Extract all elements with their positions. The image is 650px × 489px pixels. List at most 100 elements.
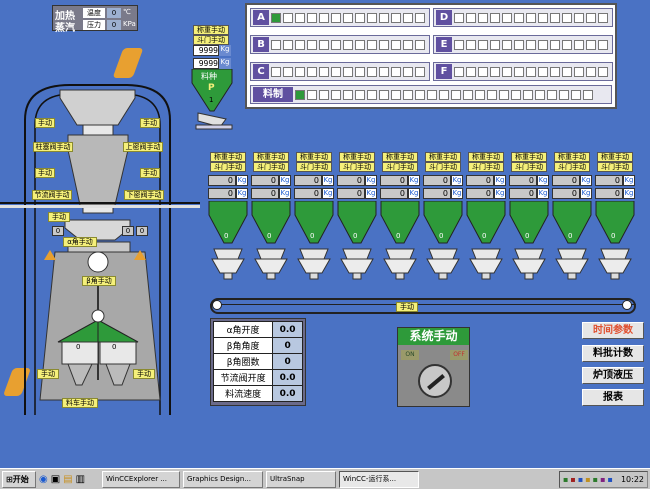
time-params-button[interactable]: 时间参数 [582,322,644,339]
bin-row-b[interactable]: B [250,35,430,54]
bin-e-slot [562,39,572,50]
tray-icon[interactable]: ▪ [577,474,584,484]
valve-lower-right-manual[interactable]: 手动 [140,168,160,178]
task-wincc-runtime[interactable]: WinCC-运行系... [339,470,419,488]
bin-letter-a: A [253,10,269,25]
system-manual-switch[interactable] [418,364,452,398]
valve-upper-right-manual[interactable]: 手动 [140,118,160,128]
weigher-v2: 0 [423,188,451,199]
weigher-unit-2: Kg [580,188,592,199]
report-button[interactable]: 报表 [582,389,644,406]
weigher-gate-manual[interactable]: 斗门手动 [210,162,246,172]
material-slot [475,89,485,100]
weigher-gate-manual[interactable]: 斗门手动 [425,162,461,172]
material-system-row[interactable]: 料制 [250,85,612,104]
top-feeder-gate-manual[interactable]: 斗门手动 [193,35,229,45]
weigher-weigh-manual[interactable]: 称重手动 [597,152,633,162]
weigher-hopper [595,201,635,280]
weigher-gate-manual[interactable]: 斗门手动 [296,162,332,172]
weigher-weigh-manual[interactable]: 称重手动 [425,152,461,162]
document-icon[interactable]: ▥ [75,473,86,485]
weigher-v1: 0 [509,175,537,186]
material-label: 料种 [201,72,217,81]
top-feeder-weight: 9999 Kg [193,45,231,56]
bin-row-f[interactable]: F [433,62,613,81]
bin-c-slot [319,66,329,77]
top-feeder-weight2-value: 9999 [193,58,219,69]
tray-icon[interactable]: ▪ [592,474,599,484]
bin-c-slot [379,66,389,77]
batch-count-button[interactable]: 料批计数 [582,345,644,362]
bin-row-a[interactable]: A [250,8,430,27]
valve-lower-left-manual[interactable]: 手动 [35,168,55,178]
bottom-right-manual[interactable]: 手动 [133,369,155,379]
bin-e-slot [454,39,464,50]
tray-icon[interactable]: ▪ [585,474,591,484]
valve-upper-left-manual[interactable]: 手动 [35,118,55,128]
ie-icon[interactable]: ◉ [39,473,48,485]
tray-icon[interactable]: ▪ [607,474,613,484]
bin-c-slot [391,66,401,77]
weigher-weigh-manual[interactable]: 称重手动 [210,152,246,162]
top-feeder-weigh-manual[interactable]: 称重手动 [193,25,229,35]
press-label: 压力 [83,20,105,30]
bin-row-c[interactable]: C [250,62,430,81]
weigher-weigh-manual[interactable]: 称重手动 [253,152,289,162]
material-slot [559,89,569,100]
mid-manual-left[interactable]: 手动 [48,212,70,222]
bin-c-slot [283,66,293,77]
bin-e-slot [550,39,560,50]
top-hydraulic-button[interactable]: 炉顶液压 [582,367,644,384]
folder-icon[interactable]: ▤ [63,473,73,485]
task-wincc-explorer[interactable]: WinCCExplorer ... [102,470,180,488]
tray-icon[interactable]: ▪ [600,474,606,484]
bin-letter-e: E [436,37,452,52]
weigher-weigh-manual[interactable]: 称重手动 [382,152,418,162]
weigher-bottom-value: 0 [396,232,401,240]
weigher-unit-1: Kg [279,175,291,186]
seal-valve-right-manual[interactable]: 上密阀手动 [123,142,163,152]
tray-icon[interactable]: ▪ [570,474,576,484]
task-ultrasnap[interactable]: UltraSnap [266,470,336,488]
bottom-left-manual[interactable]: 手动 [37,369,59,379]
conveyor-manual[interactable]: 手动 [396,302,418,312]
car-manual[interactable]: 料车手动 [62,398,98,408]
weigher-v2: 0 [380,188,408,199]
weigher-gate-manual[interactable]: 斗门手动 [597,162,633,172]
on-indicator: ON [401,350,419,360]
weigher-v2: 0 [466,188,494,199]
bin-d-slot [490,12,500,23]
weigher-weigh-manual[interactable]: 称重手动 [339,152,375,162]
weigher-gate-manual[interactable]: 斗门手动 [511,162,547,172]
weigher-gate-manual[interactable]: 斗门手动 [253,162,289,172]
start-button[interactable]: ⊞开始 [2,470,36,488]
lower-seal-valve-manual[interactable]: 下密阀手动 [124,190,164,200]
tray-icon[interactable]: ▪ [562,474,569,484]
bin-row-d[interactable]: D [433,8,613,27]
weigher-gate-manual[interactable]: 斗门手动 [468,162,504,172]
weigher-weigh-manual[interactable]: 称重手动 [554,152,590,162]
bin-e-slot [466,39,476,50]
throttle-valve-manual[interactable]: 节流阀手动 [32,190,72,200]
weigher-gate-manual[interactable]: 斗门手动 [339,162,375,172]
weigher-bottom-value: 0 [439,232,444,240]
weigher-gate-manual[interactable]: 斗门手动 [382,162,418,172]
desktop-icon[interactable]: ▣ [50,473,61,485]
bin-d-slot [526,12,536,23]
alpha-angle-manual[interactable]: α角手动 [63,237,97,247]
off-indicator: OFF [450,350,468,360]
weigher-weigh-manual[interactable]: 称重手动 [296,152,332,162]
weigher-gate-manual[interactable]: 斗门手动 [554,162,590,172]
task-graphics-designer[interactable]: Graphics Design... [183,470,263,488]
weigher-weigh-manual[interactable]: 称重手动 [468,152,504,162]
param-label: 节流阀开度 [212,369,274,386]
bin-letter-c: C [253,64,269,79]
bin-row-e[interactable]: E [433,35,613,54]
quick-launch: ◉ ▣ ▤ ▥ [39,471,99,488]
seal-valve-left-manual[interactable]: 柱塞阀手动 [33,142,73,152]
weigher-weigh-manual[interactable]: 称重手动 [511,152,547,162]
beta-angle-manual[interactable]: β角手动 [82,276,116,286]
